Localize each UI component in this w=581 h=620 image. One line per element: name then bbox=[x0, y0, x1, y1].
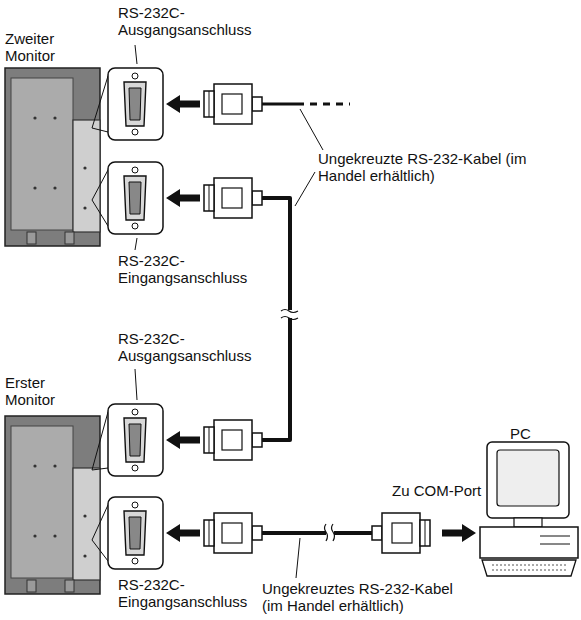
rs232-cable bbox=[262, 531, 372, 535]
port-label: RS-232C- Eingangsanschluss bbox=[118, 576, 268, 610]
monitor-unit: Erster Monitor bbox=[2, 372, 262, 602]
cable-label: Ungekreuztes RS-232-Kabel (im Handel erh… bbox=[262, 580, 477, 614]
pc-unit: PC bbox=[372, 425, 581, 595]
unit-heading: PC bbox=[510, 425, 581, 442]
unit-heading: Zweiter Monitor bbox=[5, 30, 55, 64]
port-label: RS-232C- Ausgangsanschluss bbox=[118, 4, 268, 38]
port-label: RS-232C- Eingangsanschluss bbox=[118, 252, 268, 286]
monitor-unit: Zweiter Monitor bbox=[2, 28, 262, 254]
unit-heading: Erster Monitor bbox=[5, 374, 55, 408]
port-label: RS-232C- Ausgangsanschluss bbox=[118, 330, 268, 364]
rs232-cable bbox=[262, 198, 290, 440]
port-label: Zu COM-Port bbox=[392, 482, 488, 499]
cable-label: Ungekreuzte RS-232-Kabel (im Handel erhä… bbox=[318, 150, 550, 184]
